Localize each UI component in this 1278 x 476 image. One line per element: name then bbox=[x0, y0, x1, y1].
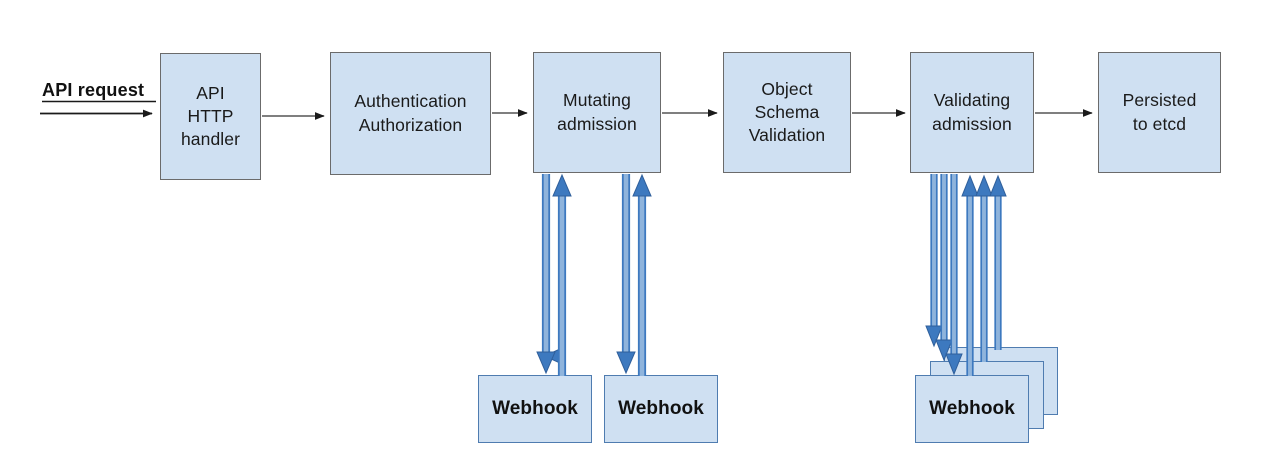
node-webhook-mutating-1-label: Webhook bbox=[492, 398, 578, 420]
arrow-webhook-stack-to-validating-up-1 bbox=[961, 174, 979, 376]
node-authentication-authorization[interactable]: Authentication Authorization bbox=[330, 52, 491, 175]
arrow-webhook-stack-to-validating-up-2 bbox=[975, 174, 993, 362]
node-object-schema-validation-label: Object Schema Validation bbox=[748, 78, 826, 146]
node-persisted-to-etcd[interactable]: Persisted to etcd bbox=[1098, 52, 1221, 173]
node-webhook-mutating-2-label: Webhook bbox=[618, 398, 704, 420]
arrow-webhook-stack-to-validating-up-3 bbox=[989, 174, 1007, 350]
node-persisted-to-etcd-label: Persisted to etcd bbox=[1122, 90, 1197, 134]
arrow-webhook-2-to-mutating-up bbox=[632, 173, 652, 376]
node-api-http-handler[interactable]: API HTTP handler bbox=[160, 53, 261, 180]
node-validating-admission-label: Validating admission bbox=[932, 90, 1012, 134]
arrow-mutating-to-webhook-2-down bbox=[616, 174, 636, 375]
node-webhook-validating-stack-front[interactable]: Webhook bbox=[915, 375, 1029, 443]
node-api-http-handler-label: API HTTP handler bbox=[180, 82, 241, 150]
connector-api-request-to-handler bbox=[40, 100, 156, 118]
arrow-validating-to-webhook-stack-down-3 bbox=[945, 174, 963, 376]
node-webhook-mutating-1[interactable]: Webhook bbox=[478, 375, 592, 443]
arrow-webhook-1-to-mutating-up bbox=[552, 173, 572, 376]
node-webhook-validating-stack-front-label: Webhook bbox=[929, 398, 1015, 420]
node-mutating-admission-label: Mutating admission bbox=[557, 90, 637, 134]
arrow-validating-to-webhook-stack-down-2 bbox=[935, 174, 953, 362]
node-validating-admission[interactable]: Validating admission bbox=[910, 52, 1034, 173]
node-webhook-mutating-2[interactable]: Webhook bbox=[604, 375, 718, 443]
node-mutating-admission[interactable]: Mutating admission bbox=[533, 52, 661, 173]
arrow-validating-to-webhook-stack-down-1 bbox=[925, 174, 943, 348]
arrow-mutating-to-webhook-1-down bbox=[536, 174, 565, 375]
api-request-label: API request bbox=[42, 80, 145, 100]
node-authentication-authorization-label: Authentication Authorization bbox=[354, 91, 467, 135]
node-object-schema-validation[interactable]: Object Schema Validation bbox=[723, 52, 851, 173]
